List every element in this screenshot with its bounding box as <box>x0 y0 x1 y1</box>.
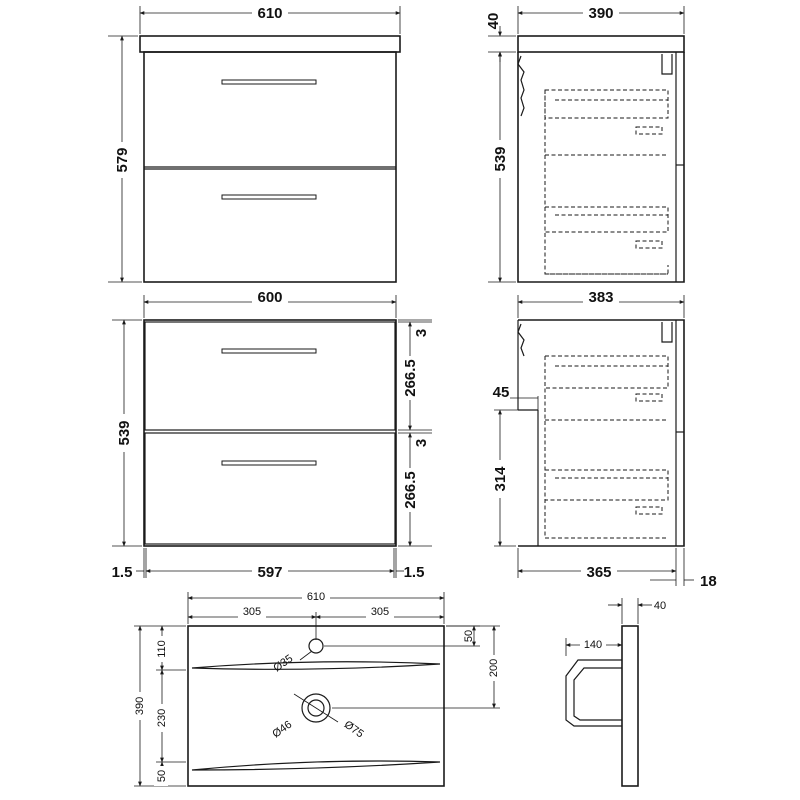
dim-tap-to-rear-230: 230 <box>156 709 168 727</box>
dim-basin-thickness-40: 40 <box>485 13 502 30</box>
dim-rear-margin-50: 50 <box>156 770 168 782</box>
drawer-front-lower <box>144 432 396 545</box>
dim-half-left-305: 305 <box>243 606 261 618</box>
handle-lower-hidden <box>635 240 663 249</box>
basin-rear-lip <box>191 661 441 670</box>
side-elevation-top: 390 40 539 <box>485 4 685 283</box>
dim-front-to-tap-110: 110 <box>156 640 168 658</box>
dim-depth-383: 383 <box>588 289 613 306</box>
dim-panel-18: 18 <box>700 573 717 590</box>
dim-tap-offset-50: 50 <box>463 630 475 642</box>
drawer-handle-lower-b <box>221 460 317 466</box>
side-elevation-bottom: 383 45 314 365 18 <box>491 289 717 590</box>
dim-drawer-height-314: 314 <box>492 466 509 492</box>
waste-outer <box>301 693 331 723</box>
dim-half-right-305: 305 <box>371 606 389 618</box>
cabinet-carcass <box>143 319 397 547</box>
label-waste-46: Ø46 <box>270 719 294 741</box>
dim-basin-width-610: 610 <box>307 591 325 603</box>
drawer-front-upper <box>144 321 396 431</box>
dim-bowl-depth-140: 140 <box>584 639 602 651</box>
basin-section-rim <box>621 625 639 787</box>
dim-waste-offset-200: 200 <box>488 659 500 677</box>
dim-gap-top-3: 3 <box>413 329 430 337</box>
dim-left-offset-1-5: 1.5 <box>112 564 133 581</box>
dim-right-offset-1-5: 1.5 <box>404 564 425 581</box>
dim-width-610: 610 <box>257 5 282 22</box>
label-waste-outer-75: Ø75 <box>342 719 366 741</box>
dim-depth-390: 390 <box>588 5 613 22</box>
dim-recess-45: 45 <box>493 384 510 401</box>
drawer-handle-lower <box>221 194 317 200</box>
label-tap-hole-35: Ø35 <box>271 653 295 675</box>
dim-height-579: 579 <box>114 147 131 172</box>
dim-width-600: 600 <box>257 289 282 306</box>
dim-rim-40: 40 <box>654 600 666 612</box>
drawer-upper-hidden-top <box>544 89 669 119</box>
dim-inner-depth-365: 365 <box>586 564 611 581</box>
dim-gap-mid-3: 3 <box>413 439 430 447</box>
dim-height-539-side: 539 <box>492 146 509 171</box>
dim-height-539-front: 539 <box>116 420 133 445</box>
drawer-handle-upper-b <box>221 348 317 354</box>
front-elevation-top: 610 579 <box>108 4 401 283</box>
dim-inner-width-597: 597 <box>257 564 282 581</box>
handle-upper-hidden <box>635 126 663 135</box>
front-elevation-bottom: 600 539 3 266.5 3 266.5 1.5 597 1.5 <box>112 289 432 581</box>
waste-inner <box>307 699 325 717</box>
drawer-upper-hidden-b <box>545 355 669 389</box>
basin-section-bowl <box>565 659 622 727</box>
basin-front-lip <box>191 760 441 771</box>
cabinet-side <box>517 52 685 283</box>
dim-basin-depth-390: 390 <box>134 697 146 715</box>
drawer-lower-hidden <box>545 206 669 233</box>
drawer-handle-upper <box>221 79 317 85</box>
basin-plan: 610 305 305 50 200 390 110 230 <box>132 589 500 787</box>
dim-drawer2-266-5: 266.5 <box>402 471 419 509</box>
basin-top-side <box>517 35 685 53</box>
trap-outline <box>517 55 525 117</box>
tap-hole <box>308 638 324 654</box>
cabinet-side-b <box>518 319 685 547</box>
basin-section: 40 140 <box>565 598 666 787</box>
basin-top-front <box>139 35 401 53</box>
dim-drawer1-266-5: 266.5 <box>402 359 419 397</box>
